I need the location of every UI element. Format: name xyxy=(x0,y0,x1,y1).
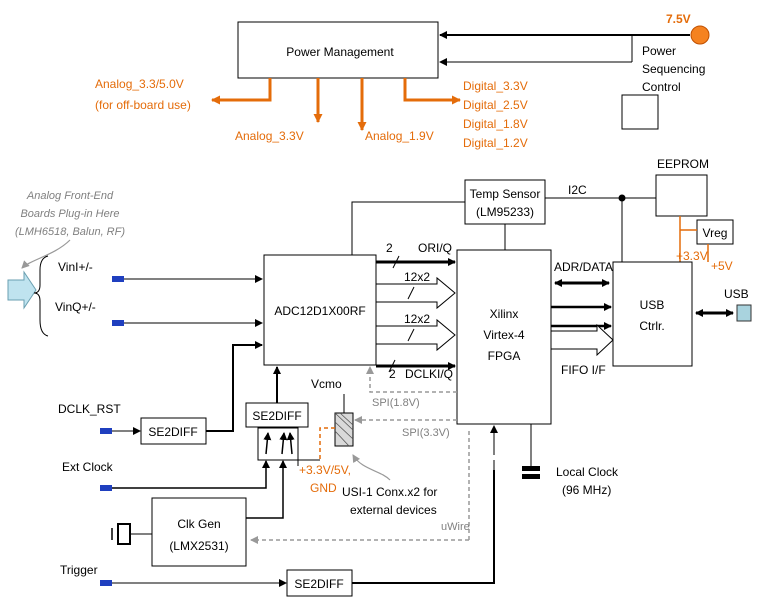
fpga-block: Xilinx Virtex-4 FPGA xyxy=(456,249,552,425)
uwire-label: uWire xyxy=(441,521,470,533)
i2c-label: I2C xyxy=(568,183,587,197)
data-bus-arrow-1 xyxy=(375,276,456,310)
power-management-block: Power Management xyxy=(237,21,439,79)
trigger-label: Trigger xyxy=(60,563,98,577)
se2diff-dclk-block xyxy=(140,417,207,445)
input-brace-icon xyxy=(33,255,49,337)
input-voltage-label: 7.5V xyxy=(666,12,691,26)
dclk-rst-connector xyxy=(100,428,112,434)
usi-note-2: external devices xyxy=(350,503,437,517)
usi-supply-1: +3.3V/5V, xyxy=(299,463,351,477)
bus-2a-label: 2 xyxy=(386,241,393,255)
analog-input-arrow-icon xyxy=(7,270,37,310)
fifo-label: FIFO I/F xyxy=(561,363,606,377)
usb-port-icon xyxy=(736,304,752,322)
local-clock-freq: (96 MHz) xyxy=(562,483,611,497)
usb-controller-block: USB Ctrlr. xyxy=(612,261,693,367)
power-input-dot xyxy=(690,25,710,45)
power-management-title: Power Management xyxy=(286,45,394,59)
dclk-rst-label: DCLK_RST xyxy=(58,402,121,416)
se2diff-dclk-label: SE2DIFF xyxy=(148,425,197,439)
vini-label: VinI+/- xyxy=(58,260,93,274)
clkgen-part: (LMX2531) xyxy=(169,539,228,553)
frontend-note: Analog Front-End Boards Plug-in Here (LM… xyxy=(15,190,125,269)
ext-clock-connector xyxy=(100,485,112,491)
frontend-note-3: (LMH6518, Balun, RF) xyxy=(15,226,125,238)
fpga-line-3: FPGA xyxy=(488,349,521,363)
clock-mux-block xyxy=(257,427,299,461)
fpga-line-1: Xilinx xyxy=(490,307,519,321)
digital25-label: Digital_2.5V xyxy=(463,98,528,112)
adc-block: ADC12D1X00RF xyxy=(263,254,377,366)
ori-q-label: ORI/Q xyxy=(418,241,452,255)
usb-ctrl-line-1: USB xyxy=(640,298,665,312)
digital-arrow xyxy=(403,78,461,105)
vcmo-label: Vcmo xyxy=(311,377,342,391)
trigger-connector xyxy=(100,580,112,586)
sequencing-label-3: Control xyxy=(642,80,681,94)
spi33-label: SPI(3.3V) xyxy=(402,427,450,439)
se2diff-trigger-label: SE2DIFF xyxy=(294,577,343,591)
dclk-label: DCLKI/Q xyxy=(405,367,453,381)
adr-data-label: ADR/DATA xyxy=(554,260,613,274)
usb-ctrl-line-2: Ctrlr. xyxy=(639,319,664,333)
digital12-label: Digital_1.2V xyxy=(463,136,528,150)
data-bus-arrow-2 xyxy=(375,318,456,352)
sequencing-label-2: Sequencing xyxy=(642,62,705,76)
vreg-block xyxy=(696,219,734,245)
bus-2b-label: 2 xyxy=(389,367,396,381)
clkgen-block xyxy=(151,497,247,567)
frontend-note-1: Analog Front-End xyxy=(26,190,114,202)
temp-sensor-part: (LM95233) xyxy=(476,205,534,219)
local-clock-label: Local Clock xyxy=(556,465,619,479)
clkgen-title: Clk Gen xyxy=(177,517,220,531)
digital18-label: Digital_1.8V xyxy=(463,117,528,131)
ext-clock-label: Ext Clock xyxy=(62,460,114,474)
se2diff-clock-label: SE2DIFF xyxy=(252,409,301,423)
eeprom-block xyxy=(655,174,708,217)
analog-offboard-arrow xyxy=(211,78,272,105)
temp-sensor-label: Temp Sensor xyxy=(470,187,541,201)
analog-offboard-sub: (for off-board use) xyxy=(95,98,191,112)
v33-label: +3.3V xyxy=(676,249,708,263)
temp-sensor-block: Temp Sensor (LM95233) xyxy=(464,179,546,225)
frontend-note-2: Boards Plug-in Here xyxy=(20,208,119,220)
se2diff-trigger-block xyxy=(286,569,353,597)
spi18-label: SPI(1.8V) xyxy=(372,397,420,409)
digital33-label: Digital_3.3V xyxy=(463,79,528,93)
analog-offboard-label: Analog_3.3/5.0V xyxy=(95,77,184,91)
usi-note-1: USI-1 Conx.x2 for xyxy=(342,485,437,499)
vini-connector xyxy=(112,276,124,282)
usb-label: USB xyxy=(724,287,749,301)
eeprom-label: EEPROM xyxy=(657,157,709,171)
vinq-label: VinQ+/- xyxy=(55,300,96,314)
fifo-arrow xyxy=(550,323,614,357)
sequencing-box xyxy=(621,94,659,130)
usi-supply-2: GND xyxy=(310,481,337,495)
adc-title: ADC12D1X00RF xyxy=(274,304,365,318)
clkgen-crystal-icon xyxy=(117,523,131,545)
bus-12x2-a-label: 12x2 xyxy=(404,270,430,284)
v5-label: +5V xyxy=(711,259,733,273)
local-clock-crystal-icon xyxy=(522,466,540,471)
bus-12x2-b-label: 12x2 xyxy=(404,312,430,326)
sequencing-label-1: Power xyxy=(642,44,676,58)
vinq-connector xyxy=(112,320,124,326)
fpga-line-2: Virtex-4 xyxy=(483,328,524,342)
analog19-label: Analog_1.9V xyxy=(365,129,434,143)
se2diff-clock-block xyxy=(245,402,309,428)
analog33-label: Analog_3.3V xyxy=(235,129,304,143)
vreg-label: Vreg xyxy=(703,226,728,240)
